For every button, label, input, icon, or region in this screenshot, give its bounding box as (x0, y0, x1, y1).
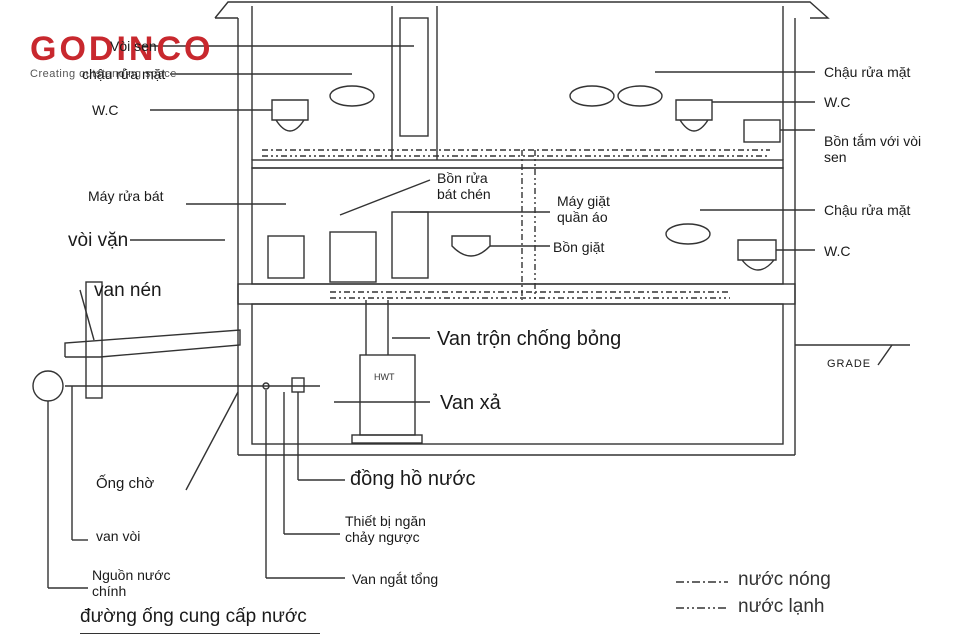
label-chau-rua-mat-mid: Chậu rửa mặt (824, 202, 911, 218)
leader-ong-cho (185, 391, 239, 491)
basement-room (251, 303, 784, 445)
middle-wc (737, 239, 777, 271)
leader-bon-rua-bat (339, 179, 431, 216)
label-nguon-nuoc-chinh: Nguồn nước chính (92, 567, 171, 600)
label-bon-rua-bat-chen: Bồn rửa bát chén (437, 170, 491, 203)
kitchen-sink-cabinet (329, 231, 377, 283)
company-logo: GODINCO (30, 30, 213, 69)
label-van-nen: van nén (94, 280, 162, 301)
label-voi-sen: Vòi sen (110, 38, 157, 54)
label-chau-rua-mat-top-right: Chậu rửa mặt (824, 64, 911, 80)
legend-hot-label: nước nóng (738, 569, 831, 590)
label-van-xa: Van xả (440, 392, 501, 414)
water-main (32, 370, 64, 402)
curb-stop-box (85, 281, 103, 399)
label-thiet-bi-ngan: Thiết bị ngăn chảy ngược (345, 513, 426, 546)
middle-sink (665, 223, 711, 245)
upper-bathtub (743, 119, 781, 143)
label-wc-top-right: W.C (824, 94, 851, 110)
logo-tagline: Creating outstanding space (30, 68, 177, 80)
water-meter (291, 377, 305, 393)
label-chau-rua-mat-top-left: chậu rửa mặt (82, 66, 166, 82)
label-wc-top-left: W.C (92, 102, 119, 118)
shutoff-valve-symbol (262, 382, 270, 390)
upper-wc-left (271, 99, 309, 132)
label-wc-mid: W.C (824, 243, 851, 259)
water-heater-label: HWT (374, 372, 395, 382)
upper-shower-stall (399, 17, 429, 137)
leader-van-nen (79, 289, 95, 341)
label-dong-ho-nuoc: đồng hồ nước (350, 468, 476, 490)
label-van-ngat-tong: Van ngắt tổng (352, 571, 439, 587)
sidewalk-slab (64, 329, 241, 358)
label-ong-cho: Ống chờ (96, 475, 155, 492)
dishwasher (267, 235, 305, 279)
label-bon-tam: Bồn tắm với vòi sen (824, 133, 922, 166)
upper-sink-left (329, 85, 375, 107)
label-voi-van: vòi vặn (68, 230, 129, 251)
middle-floor-slab (237, 283, 796, 305)
caption-underline (80, 633, 320, 634)
diagram-caption: đường ống cung cấp nước (80, 606, 307, 627)
water-heater (359, 354, 416, 436)
upper-sink-right-2 (617, 85, 663, 107)
label-may-rua-bat: Máy rửa bát (88, 188, 164, 204)
washing-machine (391, 211, 429, 279)
label-bon-giat: Bồn giặt (553, 239, 605, 255)
label-van-voi: van vòi (96, 528, 141, 544)
label-grade: GRADE (827, 358, 872, 370)
upper-wc-right (675, 99, 713, 132)
water-heater-base (351, 434, 423, 444)
roof-outline (214, 1, 830, 19)
laundry-tub (451, 235, 491, 257)
upper-sink-right-1 (569, 85, 615, 107)
upper-floor (251, 159, 784, 169)
leader-grade (877, 344, 893, 366)
label-may-giat: Máy giặt quần áo (557, 193, 610, 226)
logo-text: GODINCO (30, 30, 214, 68)
middle-room (251, 167, 784, 285)
label-van-tron: Van trộn chống bỏng (437, 328, 622, 350)
legend-cold-label: nước lạnh (738, 596, 825, 617)
